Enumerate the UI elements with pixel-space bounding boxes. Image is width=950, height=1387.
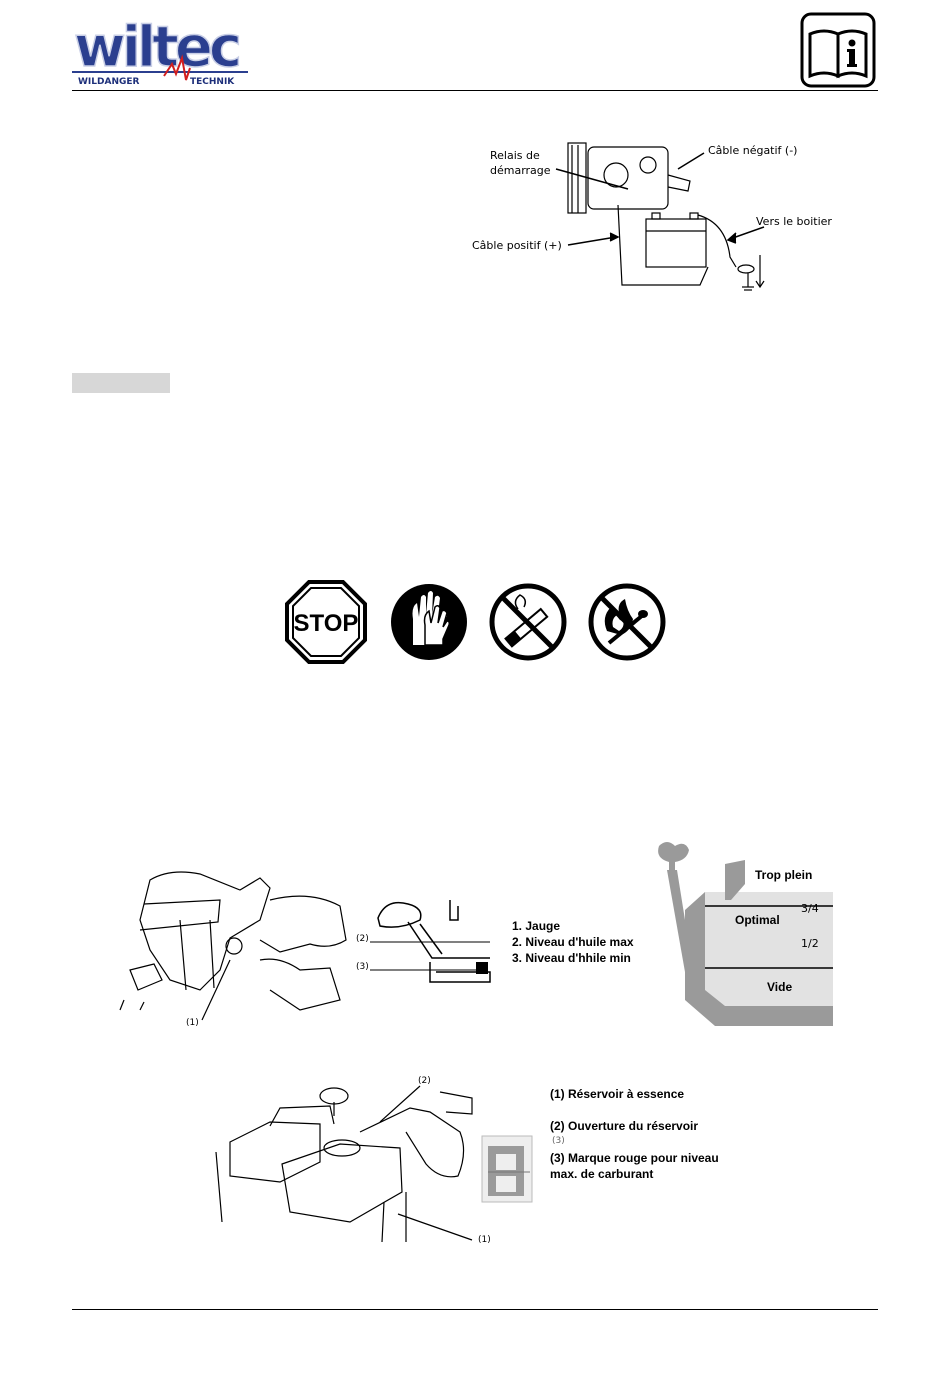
fuel-legend-item: (2) Ouverture du réservoir [550,1119,699,1133]
gauge-empty-label: Vide [767,980,793,994]
oil-legend-item: 1. Jauge [512,919,561,933]
dipstick-sketch [370,900,491,983]
to-housing-label: Vers le boitier [756,215,832,228]
header-logo: wiltec WILDANGER TECHNIK [72,6,248,88]
no-open-flame-icon [588,583,666,661]
oil-callout-1: (1) [186,1018,199,1028]
oil-level-gauge: Trop plein 3/4 Optimal 1/2 Vide [645,840,840,1030]
fuel-callout-3: (3) [552,1136,565,1146]
svg-text:WILDANGER: WILDANGER [78,77,140,87]
engine-oil-sketch [119,871,347,1021]
section-marker [72,373,170,393]
gauge-three-quarter-label: 3/4 [801,902,819,915]
gauge-half-label: 1/2 [801,937,819,950]
fuel-legend-item: (1) Réservoir à essence [550,1087,685,1101]
fuel-legend: (1) Réservoir à essence (2) Ouverture du… [550,1086,719,1182]
relay-label-line2: démarrage [490,164,551,177]
wiltec-logo: wiltec WILDANGER TECHNIK [72,14,248,87]
svg-text:TECHNIK: TECHNIK [190,77,235,87]
svg-text:STOP: STOP [294,610,359,637]
gauge-optimal-label: Optimal [735,913,780,927]
battery-wiring-figure: Relais de démarrage Câble négatif (-) Câ… [468,135,868,295]
battery-diagram [555,142,765,291]
oil-check-figure: (1) (2) (3) 1. Jauge 2. Niveau d'huile m… [110,840,840,1040]
relay-label-line1: Relais de [490,149,540,162]
no-smoking-icon [489,583,567,661]
oil-legend-item: 3. Niveau d'hhile min [512,951,631,965]
gauge-full-label: Trop plein [755,868,813,882]
fuel-tank-figure: (2) (1) (3) (1) Réservoir à essence (2) … [210,1072,750,1252]
footer-rule [72,1309,878,1310]
positive-cable-label: Câble positif (+) [472,239,562,252]
fuel-engine-sketch [215,1085,473,1243]
fuel-legend-item: max. de carburant [550,1167,654,1181]
gloves-icon [391,584,467,660]
negative-cable-label: Câble négatif (-) [708,144,798,157]
fuel-callout-1: (1) [478,1235,491,1245]
svg-text:wiltec: wiltec [74,15,239,80]
safety-icons-row: STOP [285,580,670,664]
oil-legend: 1. Jauge 2. Niveau d'huile max 3. Niveau… [512,918,634,966]
oil-callout-3: (3) [356,962,369,972]
fuel-level-mark-sketch [481,1135,533,1203]
oil-callout-2: (2) [356,934,369,944]
manual-info-icon [800,12,876,88]
fuel-legend-item: (3) Marque rouge pour niveau [550,1151,719,1165]
fuel-callout-2: (2) [418,1076,431,1086]
oil-legend-item: 2. Niveau d'huile max [512,935,634,949]
stop-sign-icon: STOP [285,580,367,664]
header-rule [72,90,878,91]
